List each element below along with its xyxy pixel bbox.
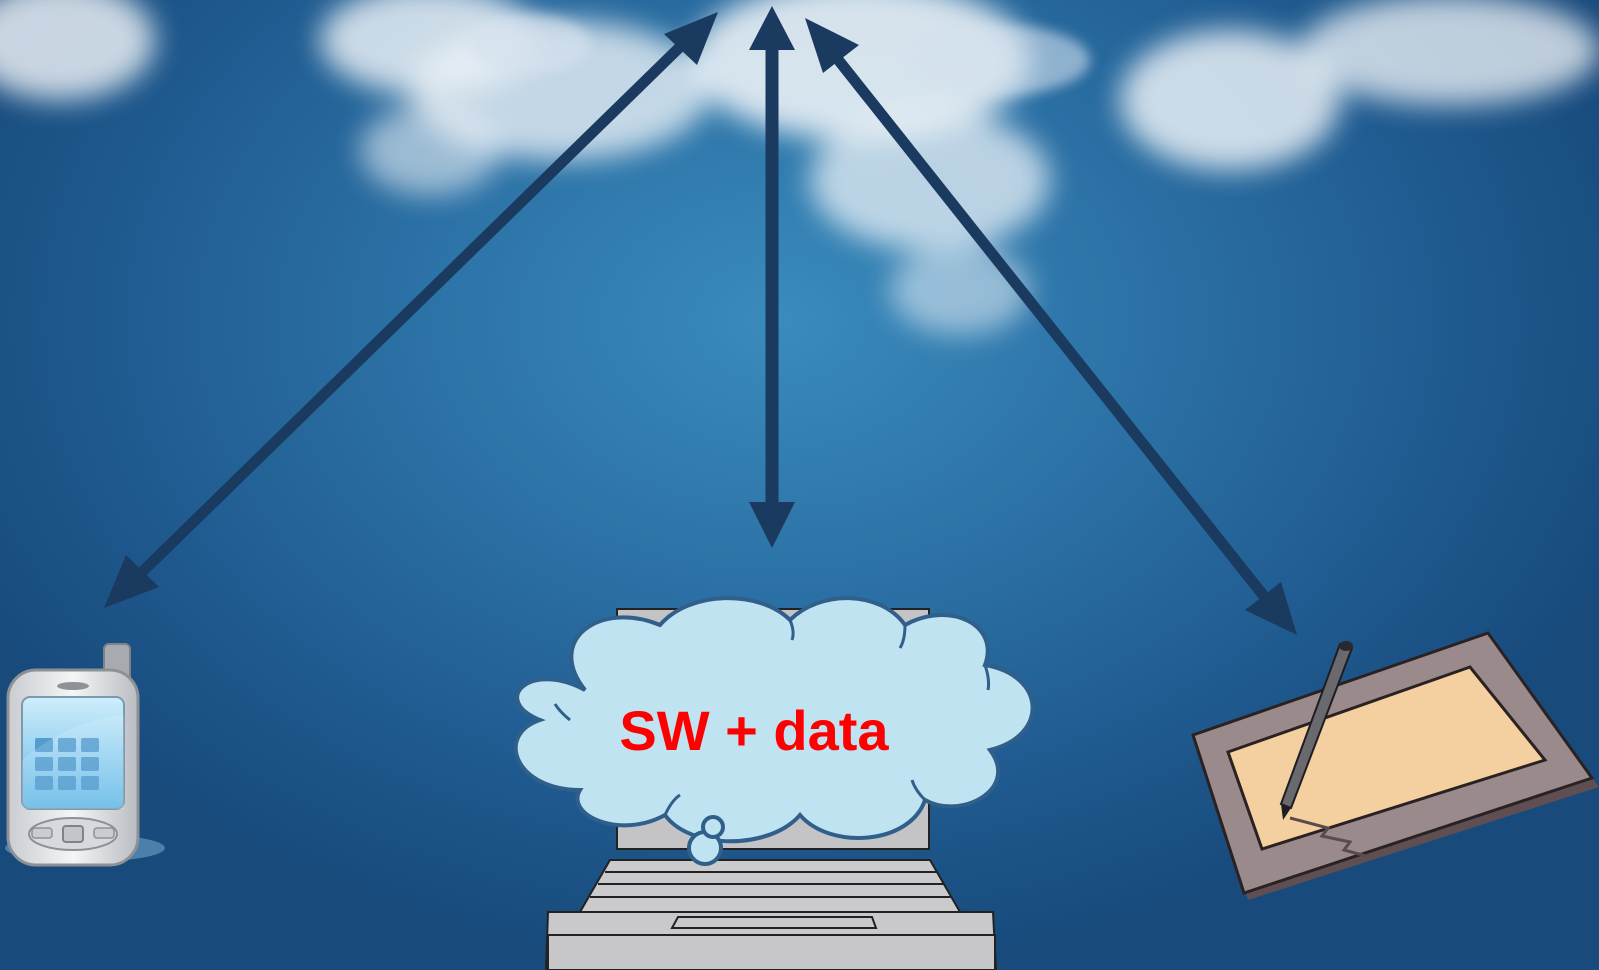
pen-tablet-icon	[1191, 631, 1599, 900]
stylus-icon	[1279, 641, 1354, 820]
mobile-phone-icon	[5, 643, 165, 867]
arrow-to-laptop	[749, 6, 795, 548]
arrows	[104, 6, 1297, 635]
arrow-to-phone	[104, 12, 718, 608]
arrow-to-tablet	[805, 18, 1297, 635]
sky-clouds	[0, 0, 1599, 335]
sw-data-label: SW + data	[619, 699, 889, 762]
sw-data-bubble: SW + data	[513, 596, 1035, 866]
